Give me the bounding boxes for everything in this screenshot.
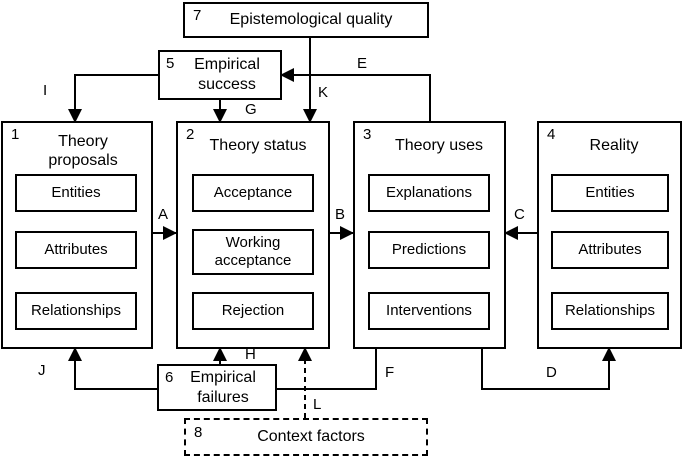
item-relationships: Relationships (551, 292, 669, 330)
box-empirical-success: 5 Empirical success (158, 50, 282, 100)
arrow-label-e: E (357, 55, 368, 72)
box-number: 8 (194, 424, 203, 441)
arrow-label-d: D (546, 364, 557, 381)
arrow-label-c: C (514, 206, 525, 223)
arrow-label-j: J (38, 362, 46, 379)
box-number: 1 (11, 126, 20, 143)
box-title: Reality (589, 137, 639, 154)
box-number: 5 (166, 55, 175, 72)
arrow-d (481, 347, 616, 390)
box-theory-status: 2 Theory status Acceptance Working accep… (176, 121, 330, 349)
arrow-label-k: K (318, 84, 329, 101)
box-number: 4 (547, 126, 556, 143)
arrow-f (276, 348, 377, 390)
box-title: Theory proposals (48, 133, 118, 169)
box-title: Empirical success (194, 56, 260, 93)
box-number: 2 (186, 126, 195, 143)
item-rejection: Rejection (192, 292, 314, 330)
item-explanations: Explanations (368, 174, 490, 212)
box-title: Epistemological quality (229, 11, 393, 28)
item-entities: Entities (551, 174, 669, 212)
item-entities: Entities (15, 174, 137, 212)
box-title: Theory status (209, 137, 307, 154)
box-epistemological-quality: 7 Epistemological quality (183, 2, 429, 38)
item-working-acceptance: Working acceptance (192, 229, 314, 275)
box-number: 7 (193, 7, 202, 24)
arrow-i (68, 74, 160, 123)
box-title: Theory uses (394, 137, 484, 154)
arrow-label-a: A (158, 206, 169, 223)
arrow-label-i: I (43, 82, 48, 99)
item-relationships: Relationships (15, 292, 137, 330)
arrow-label-g: G (245, 101, 257, 118)
item-attributes: Attributes (551, 231, 669, 269)
box-number: 3 (363, 126, 372, 143)
box-reality: 4 Reality Entities Attributes Relationsh… (537, 121, 682, 349)
arrow-label-l: L (313, 396, 322, 413)
item-acceptance: Acceptance (192, 174, 314, 212)
item-interventions: Interventions (368, 292, 490, 330)
box-title: Context factors (257, 428, 365, 445)
box-title: Empirical failures (190, 368, 256, 406)
box-context-factors: 8 Context factors (184, 418, 428, 456)
box-theory-proposals: 1 Theory proposals Entities Attributes R… (1, 121, 153, 349)
arrow-label-b: B (335, 206, 346, 223)
box-theory-uses: 3 Theory uses Explanations Predictions I… (353, 121, 506, 349)
box-empirical-failures: 6 Empirical failures (157, 364, 277, 411)
arrow-e (280, 68, 431, 122)
item-predictions: Predictions (368, 231, 490, 269)
arrow-label-h: H (245, 346, 256, 363)
arrow-label-f: F (385, 364, 395, 381)
box-number: 6 (165, 369, 174, 386)
arrow-j (68, 347, 158, 390)
item-attributes: Attributes (15, 231, 137, 269)
